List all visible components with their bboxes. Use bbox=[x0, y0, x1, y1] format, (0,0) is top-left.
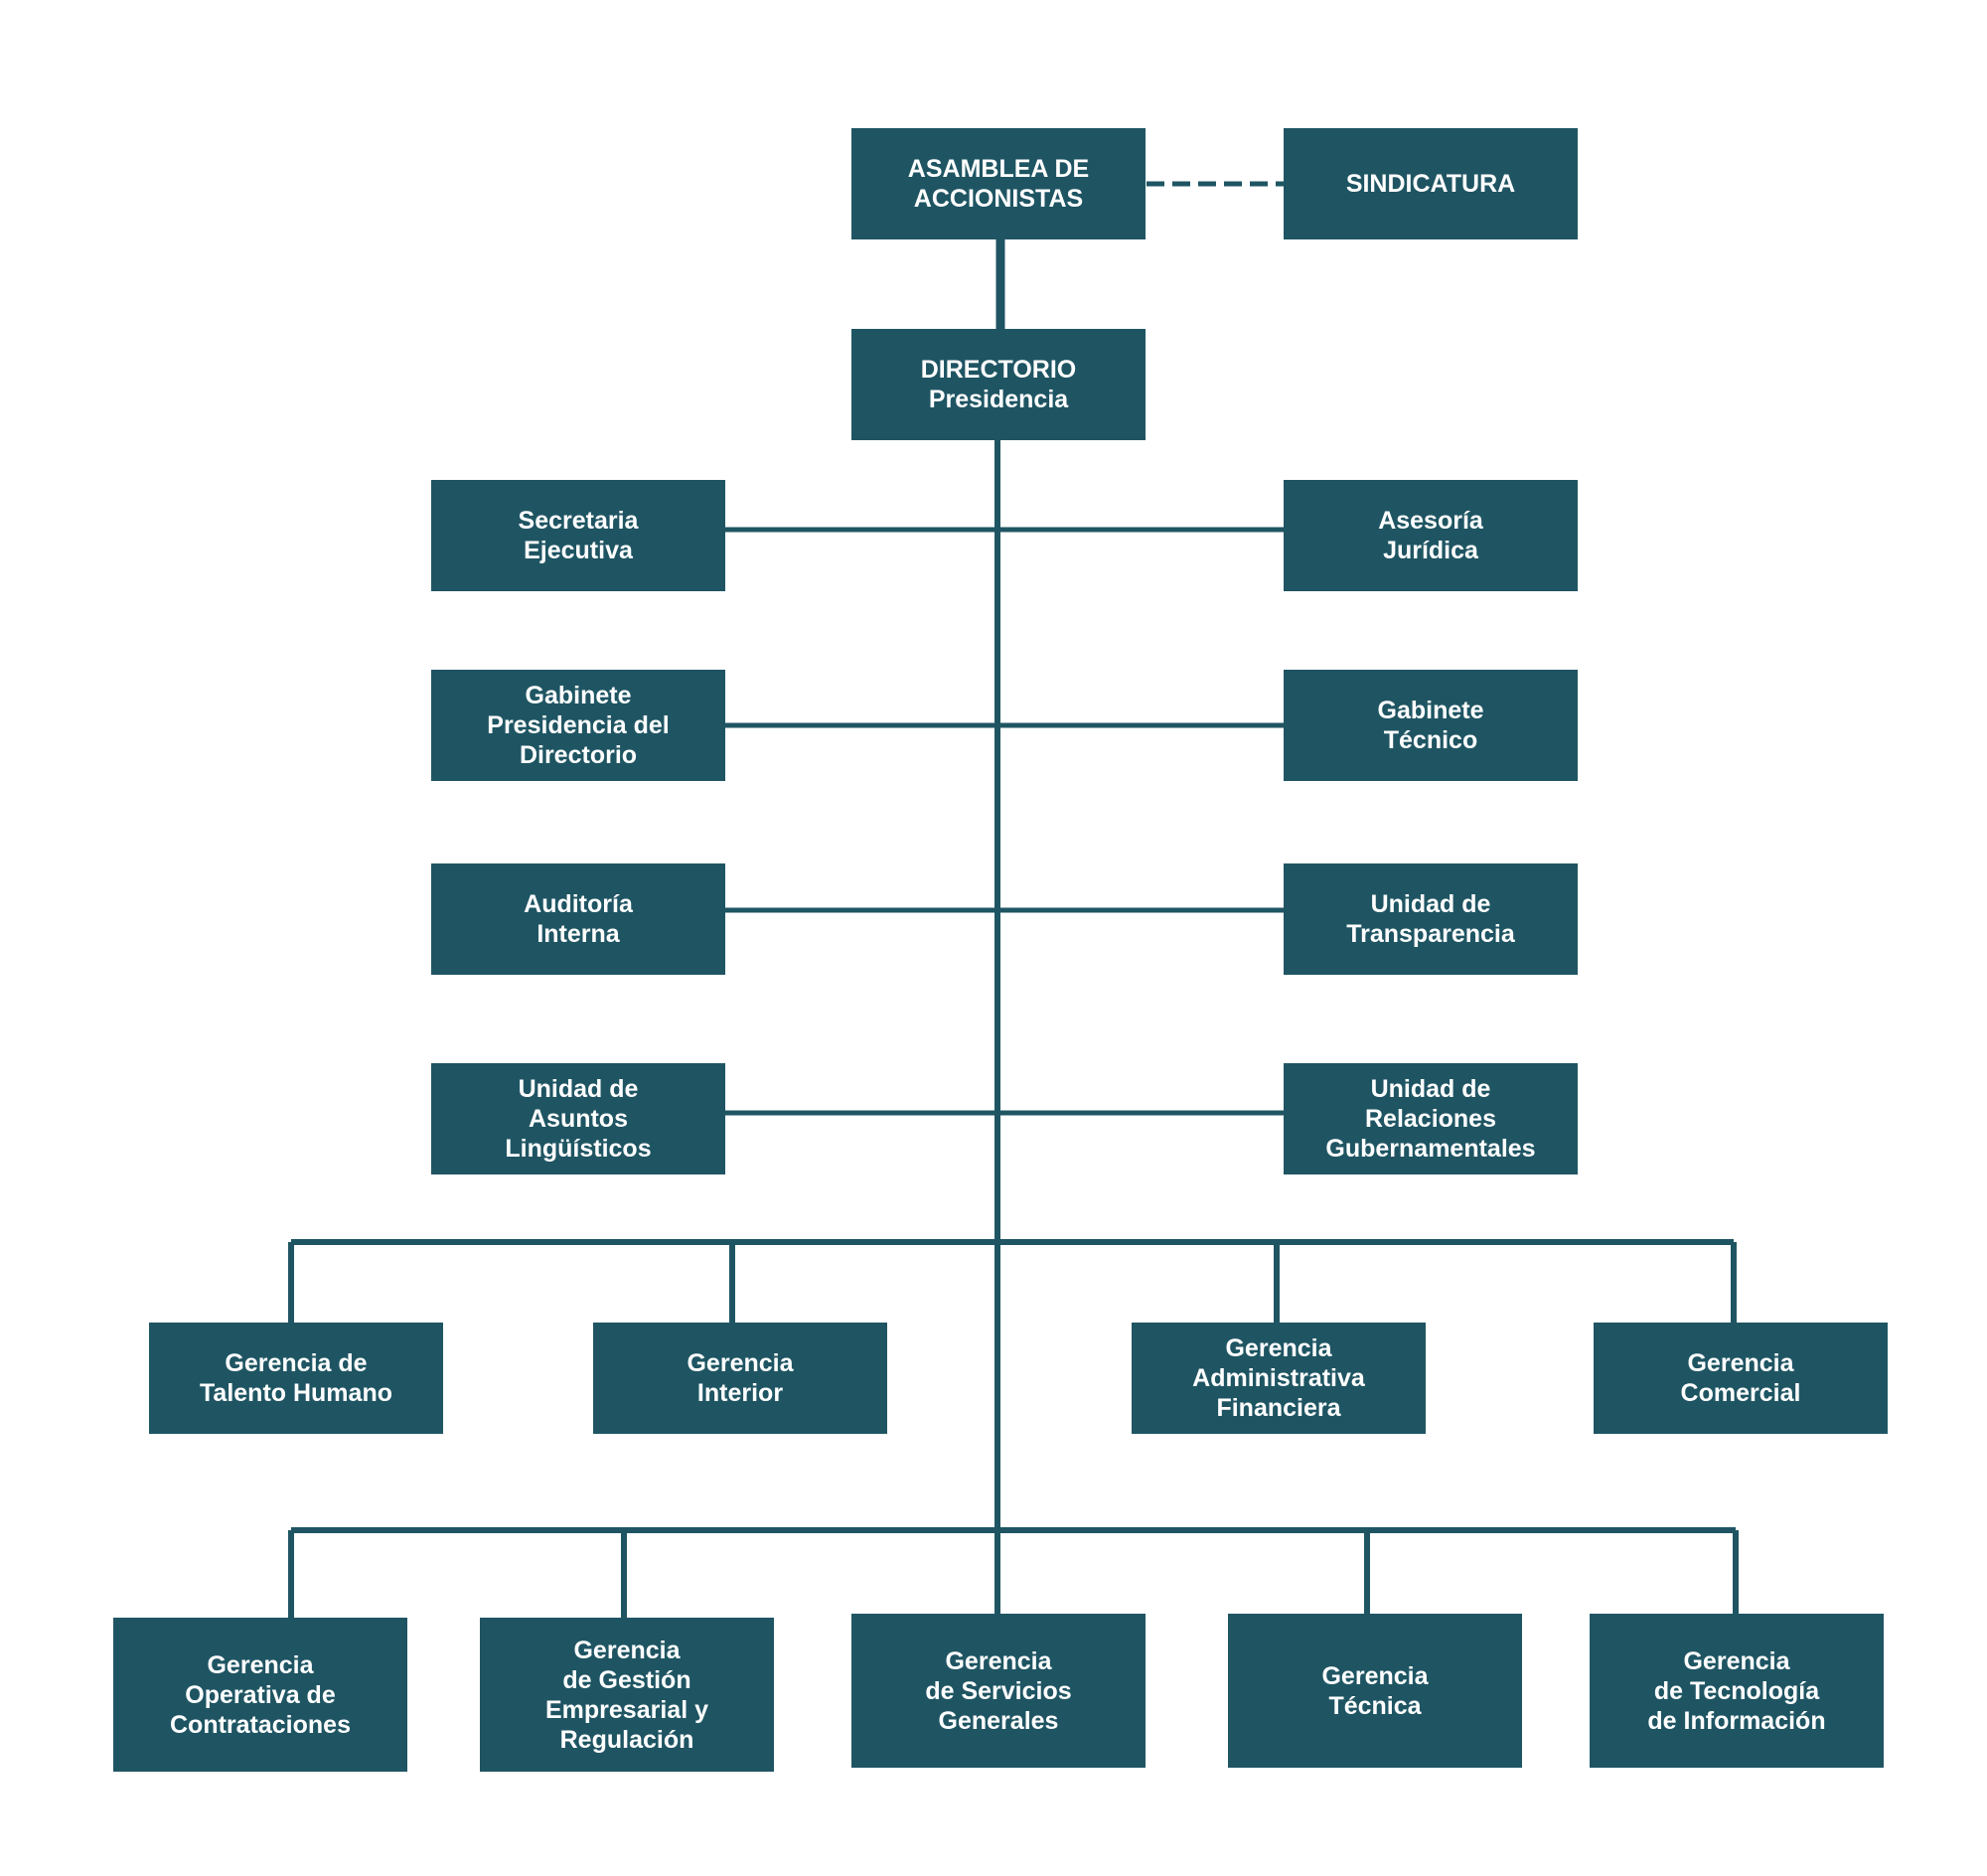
node-label: Gerencia Operativa de Contrataciones bbox=[170, 1650, 351, 1739]
node-secretaria-ejecutiva: Secretaria Ejecutiva bbox=[431, 480, 725, 591]
node-label: Auditoría Interna bbox=[524, 890, 633, 948]
node-label: Gabinete Técnico bbox=[1377, 697, 1484, 754]
node-gabinete-presidencia: Gabinete Presidencia del Directorio bbox=[431, 670, 725, 781]
node-label: Secretaria Ejecutiva bbox=[518, 507, 639, 564]
node-relaciones-gubernamentales: Unidad de Relaciones Gubernamentales bbox=[1284, 1063, 1578, 1174]
node-label: Gerencia de Gestión Empresarial y Regula… bbox=[545, 1636, 708, 1754]
node-label: ASAMBLEA DE ACCIONISTAS bbox=[907, 155, 1090, 213]
node-label: Gerencia de Talento Humano bbox=[200, 1349, 392, 1407]
node-label: Gerencia Técnica bbox=[1321, 1661, 1429, 1720]
node-label: Gerencia de Tecnología de Información bbox=[1647, 1646, 1826, 1735]
node-auditoria-interna: Auditoría Interna bbox=[431, 863, 725, 975]
node-sindicatura: SINDICATURA bbox=[1284, 128, 1578, 239]
node-label: Unidad de Asuntos Lingüísticos bbox=[505, 1075, 652, 1163]
node-gerencia-comercial: Gerencia Comercial bbox=[1594, 1323, 1888, 1434]
node-label: Unidad de Relaciones Gubernamentales bbox=[1325, 1075, 1536, 1163]
node-gerencia-operativa-contrataciones: Gerencia Operativa de Contrataciones bbox=[113, 1618, 407, 1772]
node-gabinete-tecnico: Gabinete Técnico bbox=[1284, 670, 1578, 781]
node-asamblea-de-accionistas: ASAMBLEA DE ACCIONISTAS bbox=[851, 128, 1146, 239]
node-label: Gerencia Interior bbox=[687, 1349, 794, 1407]
node-gerencia-tecnica: Gerencia Técnica bbox=[1228, 1614, 1522, 1768]
node-gerencia-interior: Gerencia Interior bbox=[593, 1323, 887, 1434]
node-label: DIRECTORIO Presidencia bbox=[920, 356, 1077, 413]
node-label: Unidad de Transparencia bbox=[1346, 890, 1515, 948]
node-asuntos-linguisticos: Unidad de Asuntos Lingüísticos bbox=[431, 1063, 725, 1174]
node-label: Asesoría Jurídica bbox=[1378, 507, 1483, 564]
node-label: Gerencia Administrativa Financiera bbox=[1192, 1334, 1365, 1422]
node-label: Gerencia Comercial bbox=[1680, 1349, 1801, 1407]
node-label: SINDICATURA bbox=[1345, 170, 1516, 198]
node-label: Gerencia de Servicios Generales bbox=[925, 1646, 1072, 1735]
node-directorio-presidencia: DIRECTORIO Presidencia bbox=[851, 329, 1146, 440]
node-gerencia-administrativa-financiera: Gerencia Administrativa Financiera bbox=[1132, 1323, 1426, 1434]
node-gerencia-gestion-empresarial: Gerencia de Gestión Empresarial y Regula… bbox=[480, 1618, 774, 1772]
node-unidad-transparencia: Unidad de Transparencia bbox=[1284, 863, 1578, 975]
node-gerencia-tecnologia-informacion: Gerencia de Tecnología de Información bbox=[1590, 1614, 1884, 1768]
node-gerencia-servicios-generales: Gerencia de Servicios Generales bbox=[851, 1614, 1146, 1768]
node-gerencia-talento-humano: Gerencia de Talento Humano bbox=[149, 1323, 443, 1434]
node-asesoria-juridica: Asesoría Jurídica bbox=[1284, 480, 1578, 591]
node-label: Gabinete Presidencia del Directorio bbox=[487, 682, 670, 769]
